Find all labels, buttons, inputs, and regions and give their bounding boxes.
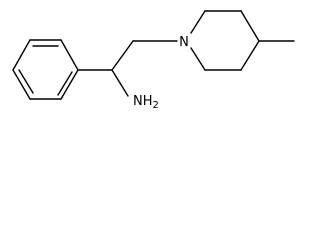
ring-bond bbox=[240, 10, 260, 42]
ethyl-chain bbox=[77, 40, 178, 97]
ring-double-bond bbox=[57, 71, 73, 96]
ring-bond bbox=[60, 69, 79, 100]
ring-bond bbox=[190, 10, 206, 34]
ring-double-bond bbox=[18, 69, 34, 94]
nitrogen-label: N bbox=[179, 35, 189, 50]
bond-ch-to-ch2 bbox=[111, 40, 134, 71]
bond-ch-to-nh2 bbox=[111, 69, 129, 97]
ring-bond bbox=[240, 40, 260, 71]
ring-bond bbox=[12, 69, 31, 100]
ring-bond bbox=[190, 47, 206, 71]
phenyl-ring bbox=[12, 39, 79, 100]
amine-label: NH2 bbox=[133, 94, 159, 111]
ring-bond bbox=[12, 39, 31, 71]
ring-bond bbox=[60, 39, 79, 71]
chemical-structure-diagram: N NH2 bbox=[12, 10, 295, 111]
piperidine-ring bbox=[190, 10, 260, 71]
